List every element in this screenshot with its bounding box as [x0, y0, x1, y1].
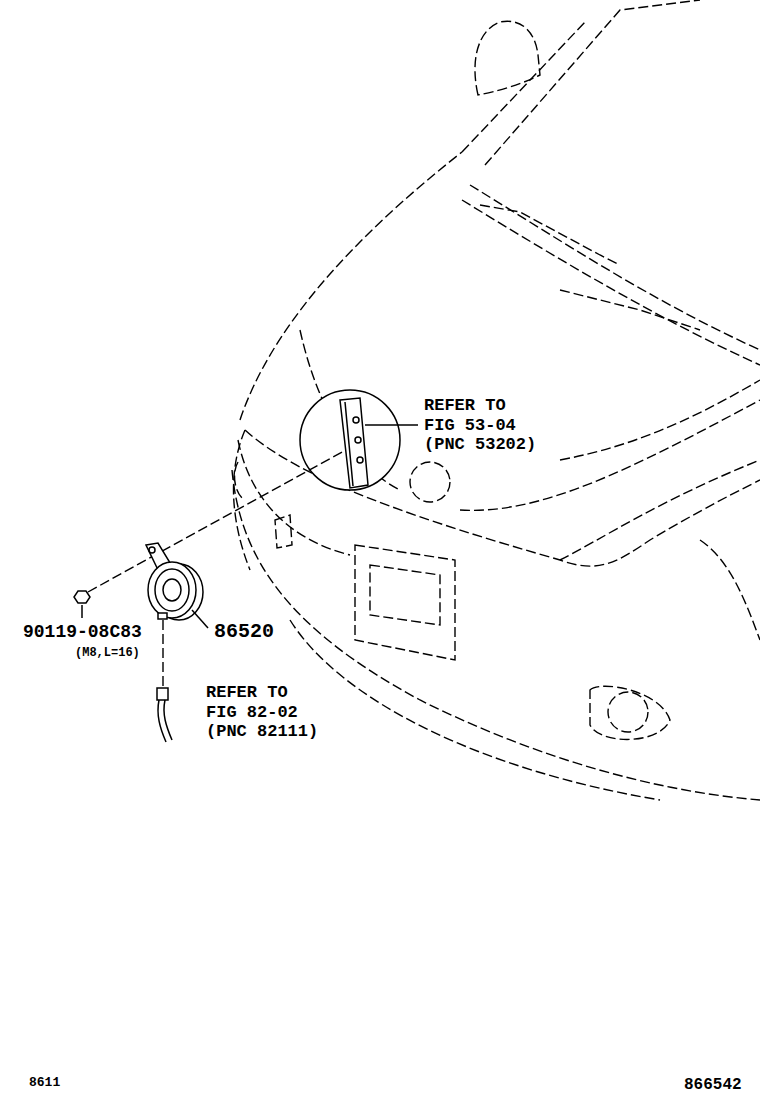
- hood-line: [560, 380, 760, 460]
- reference-note: REFER TO FIG 82-02 (PNC 82111): [205, 683, 324, 742]
- headlight-inner: [560, 460, 760, 560]
- side-lamp: [235, 462, 242, 498]
- reference-note: REFER TO FIG 53-04 (PNC 53202): [423, 396, 542, 455]
- wiper: [480, 205, 620, 265]
- assembly-line: [162, 620, 163, 688]
- fog-surround: [590, 686, 670, 739]
- wheel-arch: [700, 540, 760, 640]
- horn-terminal: [158, 613, 167, 619]
- emblem: [410, 462, 450, 502]
- wire-connector: [157, 688, 168, 700]
- hood-crease: [300, 330, 400, 490]
- bracket-hole: [355, 437, 361, 443]
- mount-bracket: [345, 402, 353, 486]
- bracket-hole: [357, 457, 363, 463]
- assembly-line: [88, 452, 342, 592]
- mount-bracket: [340, 398, 368, 488]
- bracket-hole: [149, 547, 155, 553]
- horn-center: [163, 579, 181, 601]
- leader-line: [81, 605, 83, 618]
- grille: [355, 545, 455, 660]
- part-number: 86520: [213, 620, 275, 643]
- horn-assembly: [74, 452, 342, 742]
- figure-code: 866542: [683, 1076, 743, 1094]
- page-code: 8611: [28, 1076, 61, 1091]
- cowl-line: [462, 200, 760, 365]
- a-pillar: [485, 0, 700, 165]
- vehicle-body: [232, 0, 760, 800]
- wiper: [560, 290, 700, 330]
- detail-view: [300, 390, 418, 490]
- bumper-front: [232, 470, 760, 800]
- bumper-lower: [290, 620, 660, 800]
- bolt: [74, 591, 90, 603]
- a-pillar: [462, 22, 585, 152]
- mirror: [475, 21, 540, 95]
- horn-ring: [155, 569, 189, 611]
- leader-line: [365, 424, 418, 426]
- part-number: 90119-08C83: [22, 622, 143, 643]
- wire: [164, 700, 172, 740]
- horn-body: [148, 562, 196, 618]
- hood-edge: [240, 152, 462, 420]
- fog-lamp: [608, 692, 648, 732]
- bolt-size: (M8,L=16): [74, 647, 141, 661]
- bracket-hole: [353, 417, 359, 423]
- license-plate: [370, 565, 440, 625]
- vent-slot: [275, 515, 292, 548]
- detail-circle: [300, 390, 400, 490]
- windshield-base: [470, 185, 760, 350]
- body-side: [234, 430, 250, 570]
- leader-line: [192, 610, 208, 628]
